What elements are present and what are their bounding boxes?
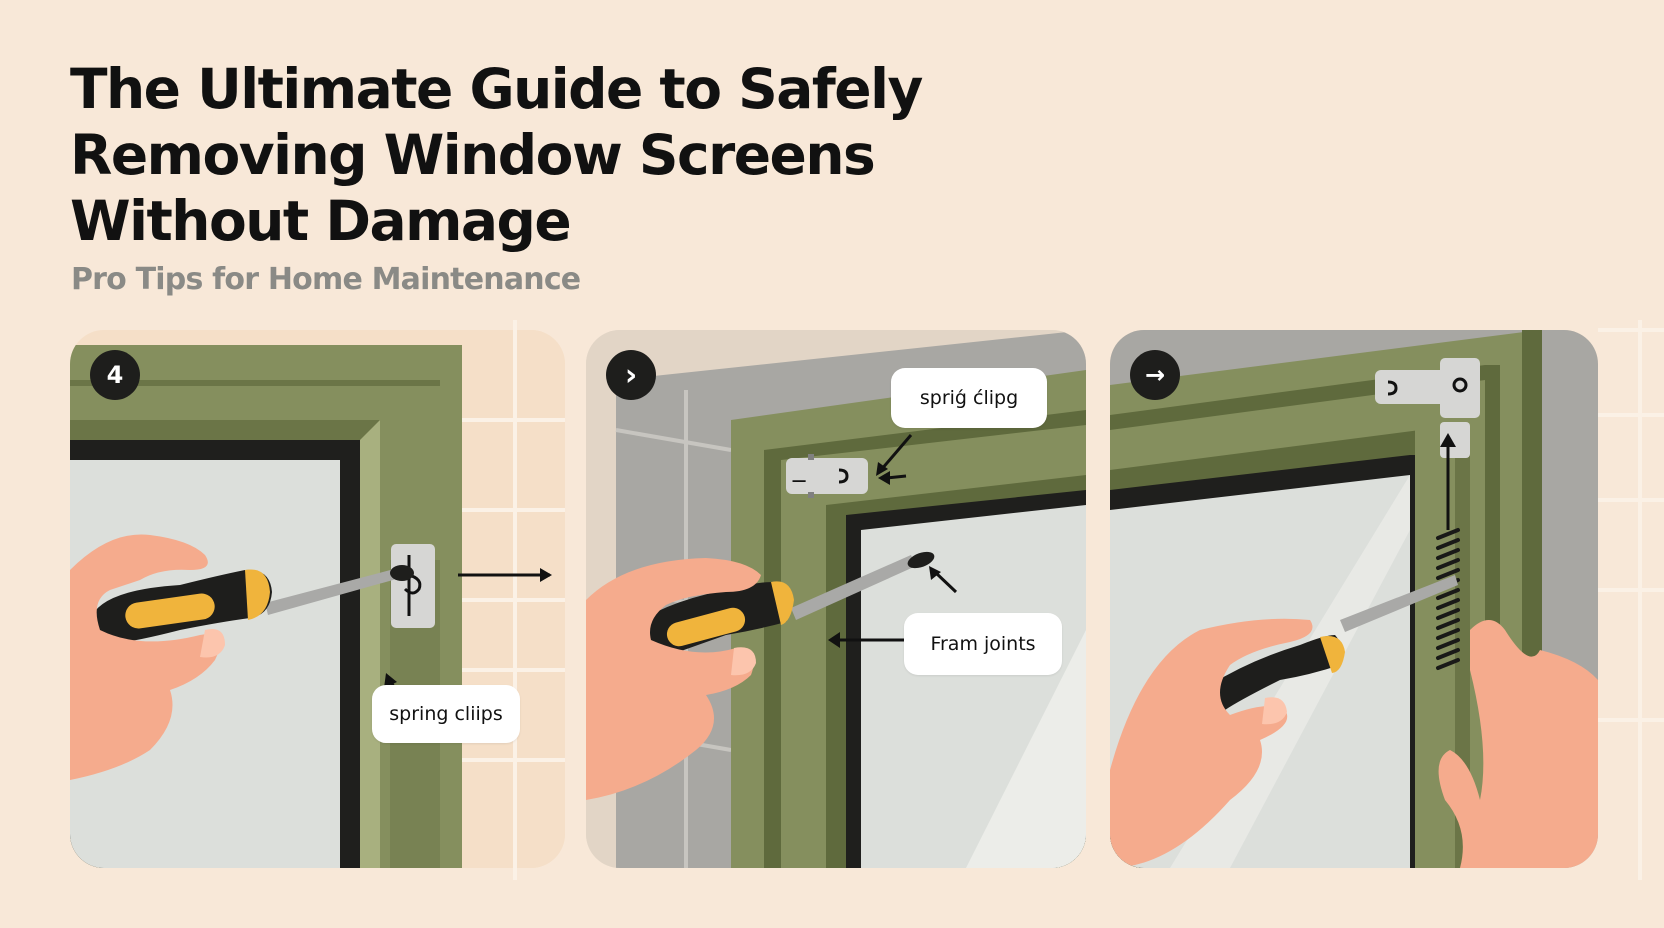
title-line-3: Without Damage bbox=[70, 189, 572, 253]
step-badge-3: → bbox=[1130, 350, 1180, 400]
callout-spring-clip: spriǵ ćlipg bbox=[891, 368, 1047, 428]
step-1-illustration bbox=[70, 330, 565, 868]
callout-frame-joints: Fram joints bbox=[904, 613, 1062, 675]
step-panel-2: ⚊ › spriǵ ćlipg Fram joints bbox=[586, 330, 1086, 868]
callout-spring-clips: spring cliips bbox=[372, 685, 520, 743]
step-3-illustration bbox=[1110, 330, 1598, 868]
title-line-2: Removing Window Screens bbox=[70, 123, 876, 187]
step-badge-2: › bbox=[606, 350, 656, 400]
step-panel-1: 4 spring cliips bbox=[70, 330, 565, 868]
svg-text:⚊: ⚊ bbox=[791, 466, 807, 487]
title-line-1: The Ultimate Guide to Safely bbox=[70, 57, 923, 121]
step-badge-1: 4 bbox=[90, 350, 140, 400]
subtitle: Pro Tips for Home Maintenance bbox=[71, 262, 581, 297]
step-panel-3: → bbox=[1110, 330, 1598, 868]
page-title: The Ultimate Guide to Safely Removing Wi… bbox=[70, 56, 923, 254]
